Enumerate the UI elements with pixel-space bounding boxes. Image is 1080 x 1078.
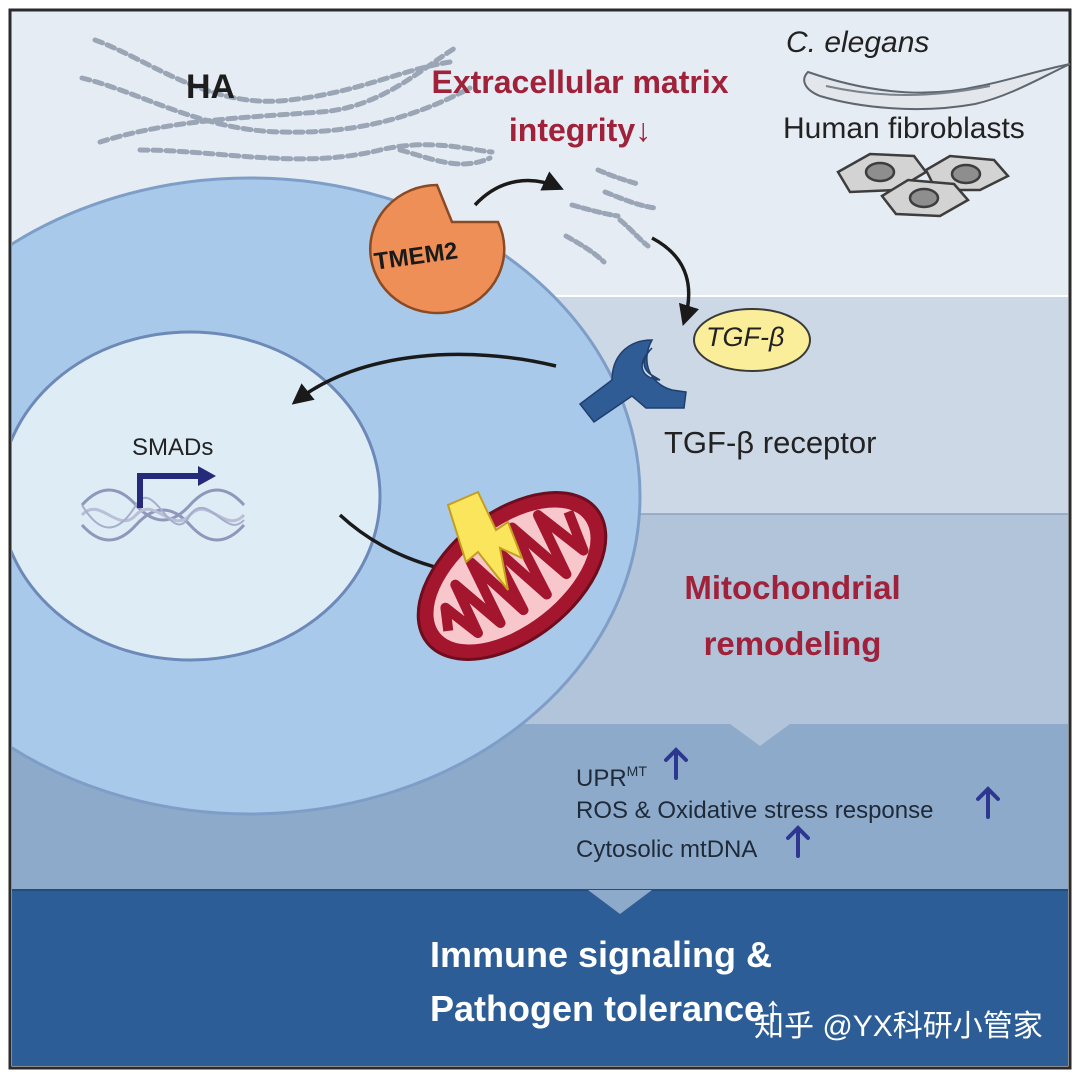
ecm-line-1: Extracellular matrix [431,64,729,100]
transcription-start-arrow-icon [137,473,200,508]
immune-line-1: Immune signaling & [430,934,773,975]
watermark: 知乎 @YX科研小管家 [754,1010,1043,1043]
smads-label: SMADs [132,434,214,461]
tgf-beta-ligand [693,308,811,372]
nucleus [12,330,382,662]
tgf-beta-label: TGF-β [706,322,785,352]
arrow-receptor-to-nucleus [291,352,557,405]
band-notch-2 [588,890,652,914]
ha-label: HA [186,68,236,106]
dna-helix-icon [80,488,246,542]
immune-outcome-label: Immune signaling & Pathogen tolerance↑ [430,928,782,1036]
hyaluronan-chains [79,37,495,167]
fibroblast-cells-icon [836,152,1011,218]
ros-item: ROS & Oxidative stress response [576,791,933,830]
ros-text: ROS & Oxidative stress response [576,797,934,824]
arrow-fragments-to-tgfb [651,236,700,327]
c-elegans-worm-icon [803,63,1071,111]
arrow-tmem2-to-fragments [473,171,564,207]
up-arrow-icons [664,747,1000,858]
ha-fragments [563,167,658,265]
immune-line-2: Pathogen tolerance↑ [430,988,783,1029]
tgf-beta-receptor-icon [578,339,687,424]
mito-line-1: Mitochondrial [684,569,901,606]
mtdna-item: Cytosolic mtDNA [576,830,933,869]
c-elegans-label: C. elegans [786,26,930,59]
upr-superscript: MT [626,763,647,779]
mitochondrial-remodeling-label: Mitochondrial remodeling [660,560,925,672]
ecm-integrity-label: Extracellular matrix integrity↓ [410,58,750,154]
ecm-line-2: integrity↓ [508,112,652,148]
tmem2-enzyme-icon [369,183,506,315]
upr-mt-item: UPRMT [576,752,933,792]
stress-responses-list: UPRMT ROS & Oxidative stress response Cy… [576,752,933,869]
human-fibroblasts-label: Human fibroblasts [783,112,1025,145]
band-outcome [12,890,1068,1066]
mtdna-text: Cytosolic mtDNA [576,836,758,863]
mito-line-2: remodeling [703,625,882,662]
upr-text: UPR [576,765,627,792]
tgf-beta-receptor-label: TGF-β receptor [664,425,877,460]
band-notch-1 [730,724,790,746]
lightning-stress-icon [446,490,524,591]
